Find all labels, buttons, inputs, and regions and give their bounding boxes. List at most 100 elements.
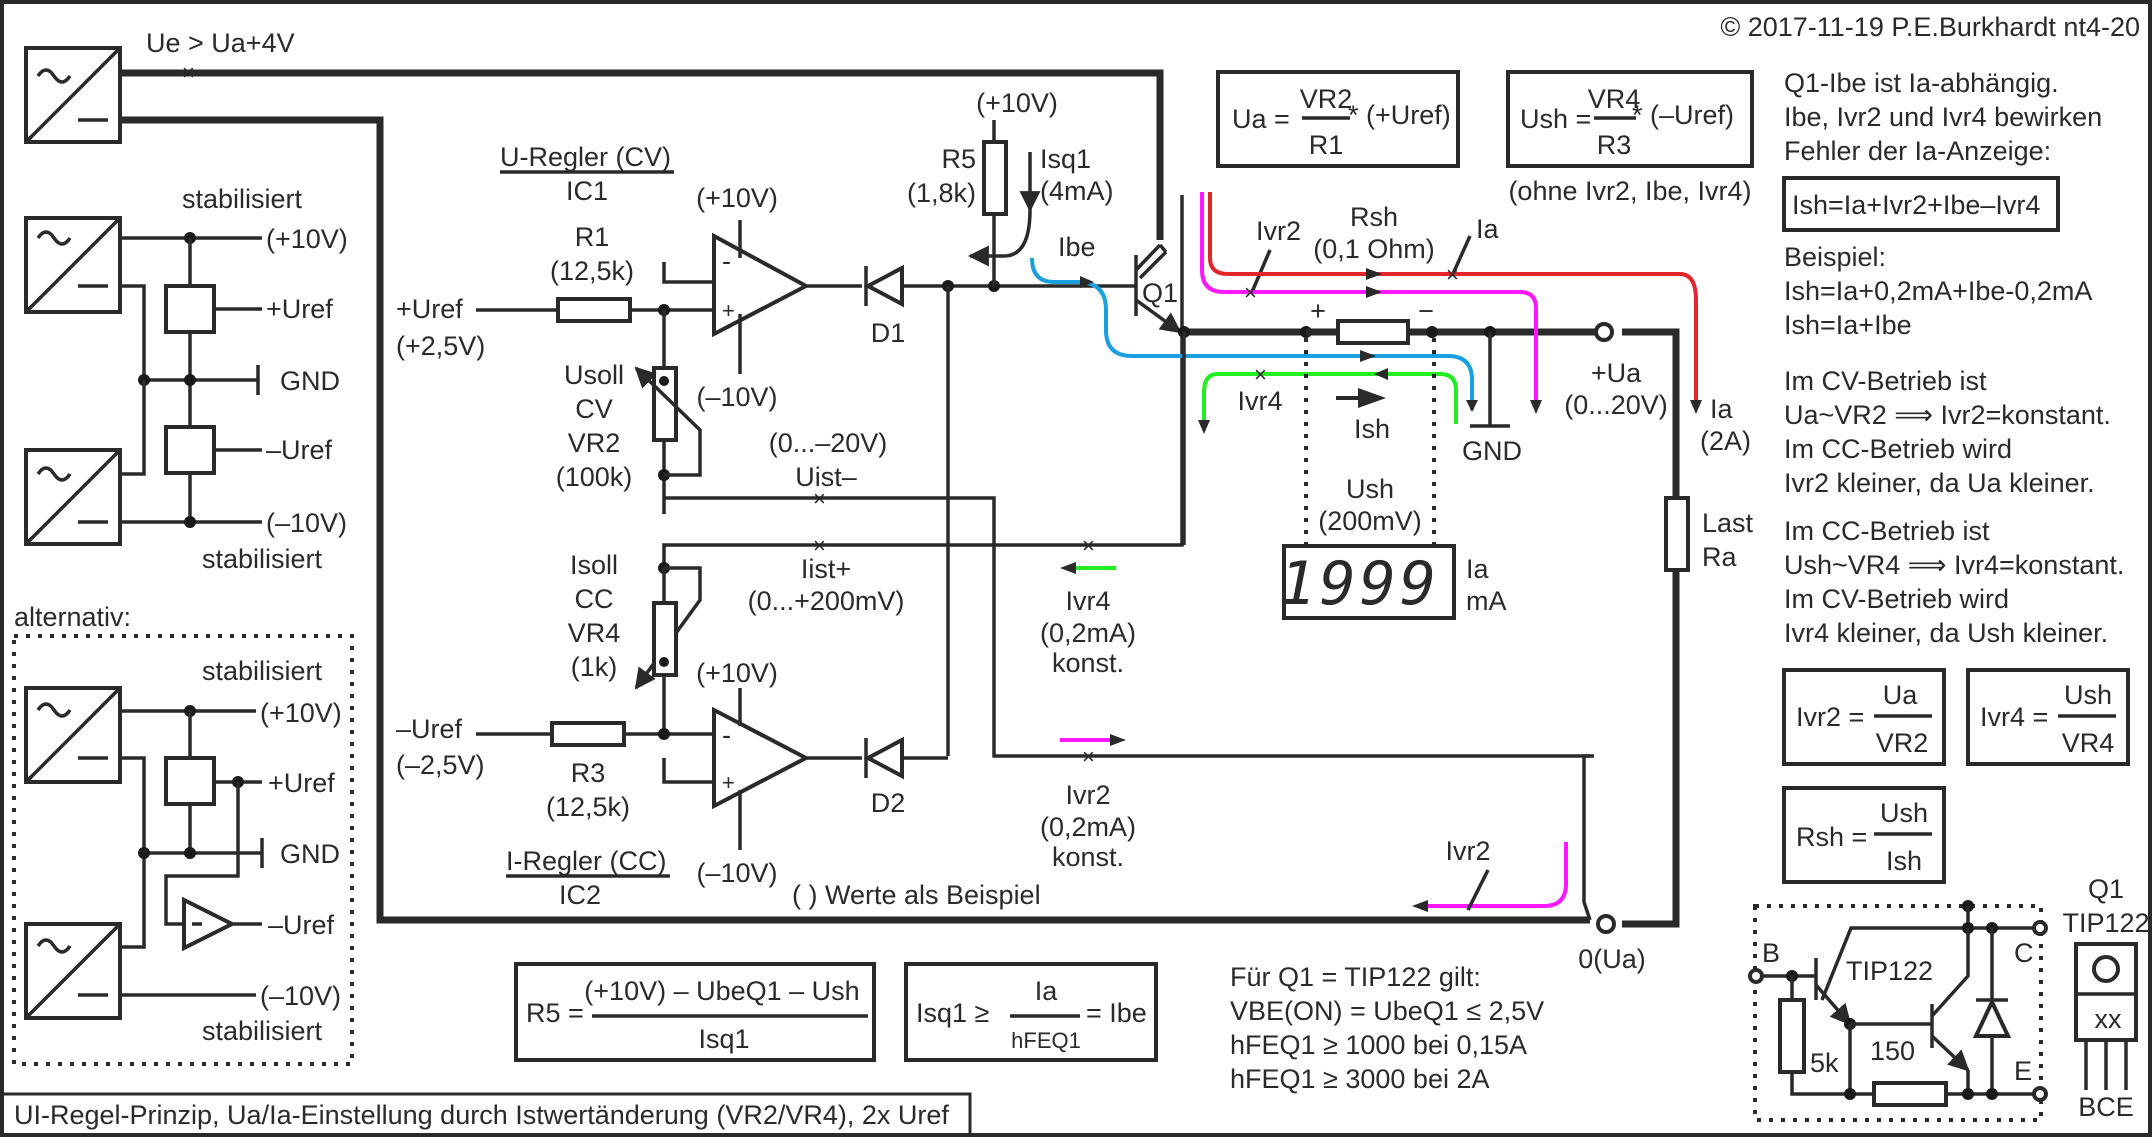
svg-text:Im CV-Betrieb ist: Im CV-Betrieb ist	[1784, 366, 1987, 396]
cross-mark: ×	[813, 533, 826, 558]
ac-icon	[36, 702, 72, 718]
isq1-label: Isq1	[1040, 144, 1091, 174]
formula-ivr4-lhs: Ivr4 =	[1980, 702, 2048, 732]
footer-box	[0, 1092, 972, 1137]
load-label-2: Ra	[1702, 542, 1737, 572]
meter-unit-ma: mA	[1466, 586, 1507, 616]
iist-label: Iist+	[801, 554, 851, 584]
svg-text:hFEQ1 ≥ 1000 bei 0,15A: hFEQ1 ≥ 1000 bei 0,15A	[1230, 1030, 1527, 1060]
ivr4-shunt-label: Ivr4	[1237, 386, 1282, 416]
gnd-label: GND	[280, 366, 340, 396]
ivr2-bottom-label: Ivr2	[1445, 836, 1490, 866]
ivr4-mid-note: konst.	[1052, 648, 1124, 678]
uist-range: (0...‒20V)	[769, 428, 888, 458]
ia-output-label: Ia	[1710, 394, 1734, 424]
cv-uref-in: +Uref	[396, 294, 463, 324]
main-supply	[24, 46, 122, 144]
r5-value: (1,8k)	[907, 178, 976, 208]
cross-mark: ×	[813, 486, 826, 511]
ivr4-mid-label: Ivr4	[1065, 586, 1110, 616]
formula-ua-lhs: Ua =	[1232, 104, 1290, 134]
rsh-shunt-resistor	[1336, 319, 1410, 345]
formula-rsh-num: Ush	[1880, 798, 1928, 828]
ush-value: (200mV)	[1318, 506, 1422, 536]
ivr2-mid-label: Ivr2	[1065, 780, 1110, 810]
r1-label: R1	[575, 222, 610, 252]
formula-ivr2-box	[1782, 668, 1946, 766]
ia-top-label: Ia	[1476, 214, 1500, 244]
ivr2-return-path	[1426, 842, 1568, 908]
formula-ua-num: VR2	[1300, 84, 1353, 114]
d2-label: D2	[871, 788, 906, 818]
tip122-specs: Für Q1 = TIP122 gilt: VBE(ON) = UbeQ1 ≤ …	[1230, 962, 1544, 1094]
load-label-1: Last	[1702, 508, 1754, 538]
vr2-value: (100k)	[556, 462, 633, 492]
stabilisiert-label: stabilisiert	[182, 184, 303, 214]
cv-vminus: (‒10V)	[696, 382, 777, 412]
inverter-opamp	[182, 896, 237, 952]
cross-mark: ×	[1446, 262, 1459, 287]
r3-label: R3	[571, 758, 606, 788]
formula-ush-num: VR4	[1588, 84, 1641, 114]
cc-vminus: (‒10V)	[696, 858, 777, 888]
cc-ic-label: IC2	[559, 880, 601, 910]
ush-label: Ush	[1346, 474, 1394, 504]
ac-icon	[36, 230, 72, 246]
tip122-internal	[1748, 900, 2048, 1107]
ish-formula: Ish=Ia+Ivr2+Ibe‒Ivr4	[1792, 190, 2040, 220]
formula-rsh-den: Ish	[1886, 846, 1922, 876]
ibe-label: Ibe	[1058, 232, 1096, 262]
r1-value: (12,5k)	[550, 256, 634, 286]
formula-ush-note: (ohne Ivr2, Ibe, Ivr4)	[1508, 176, 1751, 206]
formula-r5-lhs: R5 =	[526, 998, 584, 1028]
r3-value: (12,5k)	[546, 792, 630, 822]
uref-regulator	[164, 284, 216, 334]
ivr2-top-label: Ivr2	[1256, 216, 1301, 246]
cc-uref-in: ‒Uref	[396, 714, 463, 744]
svg-text:Ibe, Ivr2 und Ivr4 bewirken: Ibe, Ivr2 und Ivr4 bewirken	[1784, 102, 2102, 132]
alt-gnd-label: GND	[280, 839, 340, 869]
opamp-plus-sign-2: +	[722, 770, 735, 795]
zero-output-terminal	[1596, 914, 1616, 934]
alt-supply-plus	[24, 686, 122, 784]
tip122-pin-c: C	[2014, 938, 2034, 968]
alternativ-box	[12, 634, 354, 1066]
formula-ush-den: R3	[1597, 130, 1632, 160]
uist-label: Uist‒	[795, 462, 857, 492]
cv-ic-label: IC1	[566, 176, 608, 206]
svg-text:VBE(ON) = UbeQ1 ≤ 2,5V: VBE(ON) = UbeQ1 ≤ 2,5V	[1230, 996, 1544, 1026]
svg-text:hFEQ1 ≥ 3000 bei 2A: hFEQ1 ≥ 3000 bei 2A	[1230, 1064, 1489, 1094]
svg-text:Im CC-Betrieb wird: Im CC-Betrieb wird	[1784, 434, 2012, 464]
svg-text:Im CV-Betrieb wird: Im CV-Betrieb wird	[1784, 584, 2009, 614]
ish-label: Ish	[1354, 414, 1390, 444]
cv-vplus: (+10V)	[696, 183, 778, 213]
ivr2-mid-note: konst.	[1052, 842, 1124, 872]
formula-isq1-den: hFEQ1	[1011, 1028, 1081, 1053]
formula-ivr2-den: VR2	[1876, 728, 1929, 758]
package-pins: BCE	[2078, 1092, 2134, 1122]
svg-text:Ivr4 kleiner, da Ush kleiner.: Ivr4 kleiner, da Ush kleiner.	[1784, 618, 2108, 648]
zero-ua-label: 0(Ua)	[1578, 944, 1646, 974]
opamp-plus-sign: +	[722, 298, 735, 323]
cc-vplus: (+10V)	[696, 658, 778, 688]
cross-mark: ×	[1244, 280, 1257, 305]
opamp-minus-sign-2: -	[722, 720, 731, 750]
cc-mode-label: CC	[575, 584, 614, 614]
ia-current-path	[1208, 192, 1698, 402]
formula-ivr4-num: Ush	[2064, 680, 2112, 710]
ua-output-terminal	[1594, 322, 1614, 342]
rsh-value: (0,1 Ohm)	[1313, 234, 1435, 264]
shunt-gnd-label: GND	[1462, 436, 1522, 466]
svg-text:Für Q1 = TIP122 gilt:: Für Q1 = TIP122 gilt:	[1230, 962, 1481, 992]
formula-isq1-rhs: = Ibe	[1086, 998, 1147, 1028]
r1-resistor	[556, 297, 632, 323]
cross-mark: ×	[1082, 744, 1095, 769]
minus10v-label: (‒10V)	[266, 508, 347, 538]
vr2-label: VR2	[568, 428, 621, 458]
cross-mark: ×	[1082, 533, 1095, 558]
r3-resistor	[550, 721, 626, 747]
cc-uref-val: (‒2,5V)	[396, 750, 485, 780]
to220-package-icon	[2074, 942, 2138, 1090]
package-mark: xx	[2095, 1004, 2123, 1034]
